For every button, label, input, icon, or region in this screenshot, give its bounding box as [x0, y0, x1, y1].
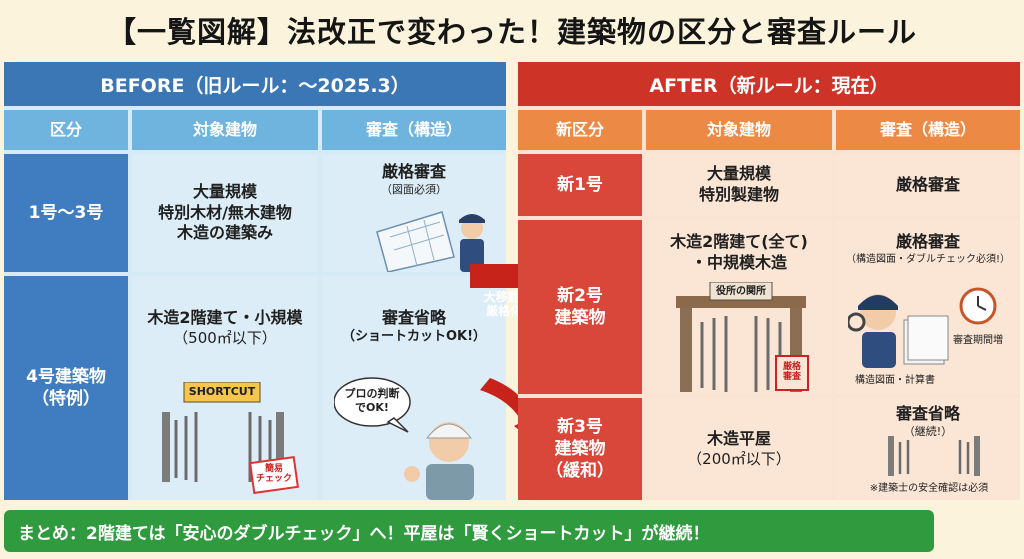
after-row3-category: 新3号 建築物 （緩和） — [518, 398, 642, 500]
safety-note: ※建築士の安全確認は必須 — [869, 482, 989, 494]
arrow-label-line: 厳格化! — [486, 304, 528, 319]
before-col-target: 対象建物 — [132, 110, 318, 150]
after-col-review: 審査（構造） — [836, 110, 1020, 150]
after-panel: AFTER（新ルール：現在） 新区分 対象建物 審査（構造） 新1号 大量規模 … — [518, 62, 1020, 500]
target-line: 大量規模 — [706, 164, 771, 184]
target-line: 木造2階建て・小規模 — [147, 308, 303, 327]
target-line: 大量規模 — [192, 181, 257, 201]
review-label: 審査省略 — [381, 308, 446, 327]
after-row2-category: 新2号 建築物 — [518, 220, 642, 394]
open-gate-icon — [888, 436, 980, 476]
summary-banner: まとめ：2階建ては「安心のダブルチェック」へ！平屋は「賢くショートカット」が継続… — [4, 510, 934, 552]
after-row1-category: 新1号 — [518, 154, 642, 216]
inspector-documents-clock-icon — [848, 287, 997, 368]
strict-review-stamp: 厳格 審査 — [776, 356, 808, 390]
after-row1-targets: 大量規模 特別製建物 — [646, 154, 832, 216]
review-label: 審査省略 — [895, 404, 960, 423]
review-sub: （図面必須） — [381, 182, 447, 196]
target-line: 木造の建築み — [176, 223, 273, 243]
before-panel: BEFORE（旧ルール：～2025.3） 区分 対象建物 審査（構造） 1号～3… — [4, 62, 506, 500]
target-line: 木造平屋 — [706, 428, 771, 448]
category-line: （緩和） — [546, 461, 614, 482]
before-col-review: 審査（構造） — [322, 110, 506, 150]
bubble-line: でOK! — [355, 401, 389, 414]
review-label: 厳格審査 — [895, 232, 960, 251]
target-line: 木造2階建て(全て) — [670, 232, 808, 251]
simple-check-stamp: 簡易 チェック — [252, 460, 296, 490]
stamp-line: 簡易 — [264, 464, 283, 475]
label-review-period: 審査期間増 — [953, 334, 1003, 346]
worker-thumbs-up-icon — [334, 377, 474, 500]
after-row1-review: 厳格審査 — [836, 154, 1020, 216]
after-header: AFTER（新ルール：現在） — [518, 62, 1020, 106]
stamp-line: 厳格 — [782, 362, 801, 373]
bubble-line: プロの判断 — [344, 386, 400, 400]
category-line: 建築物 — [554, 438, 606, 459]
stamp-line: チェック — [255, 474, 292, 484]
target-sub: （200㎡以下） — [687, 449, 791, 468]
before-col-category: 区分 — [4, 110, 128, 150]
gate-sign: 役所の関所 — [716, 285, 766, 297]
review-sub: （継続!） — [903, 424, 953, 438]
before-row1-targets: 大量規模 特別木材/無木建物 木造の建築み — [132, 154, 318, 272]
page-title: 【一覧図解】法改正で変わった！建築物の区分と審査ルール — [106, 15, 917, 49]
after-row3-review: 審査省略 （継続!） — [836, 398, 1020, 500]
shortcut-gate-icon — [162, 382, 300, 494]
shortcut-sign: SHORTCUT — [188, 384, 256, 398]
inspector-blueprint-icon — [376, 211, 485, 272]
after-col-category: 新区分 — [518, 110, 642, 150]
category-line: 建築物 — [554, 308, 606, 328]
stamp-line: 審査 — [782, 372, 801, 382]
target-sub: （500㎡以下） — [173, 328, 277, 347]
category-line: 4号建築物 — [26, 366, 106, 387]
before-header: BEFORE（旧ルール：～2025.3） — [4, 62, 506, 106]
category-line: 新2号 — [557, 285, 603, 306]
category-line: 新3号 — [557, 416, 603, 437]
target-line: 特別木材/無木建物 — [158, 202, 292, 222]
review-label: 厳格審査 — [381, 162, 446, 181]
before-row2-category: 4号建築物 （特例） — [4, 276, 128, 500]
government-gate-icon — [676, 282, 809, 392]
target-line: 特別製建物 — [698, 185, 779, 204]
target-line: ・中規模木造 — [690, 252, 787, 272]
review-sub: （構造図面・ダブルチェック必須!） — [845, 253, 1010, 265]
after-col-target: 対象建物 — [646, 110, 832, 150]
label-documents: 構造図面・計算書 — [855, 374, 935, 386]
speech-bubble: プロの判断 でOK! — [334, 378, 410, 424]
after-row3-target: 木造平屋 （200㎡以下） — [646, 398, 832, 500]
category-line: （特例） — [32, 389, 100, 409]
review-sub: （ショートカットOK!） — [341, 328, 487, 344]
before-row1-category: 1号～3号 — [4, 154, 128, 272]
